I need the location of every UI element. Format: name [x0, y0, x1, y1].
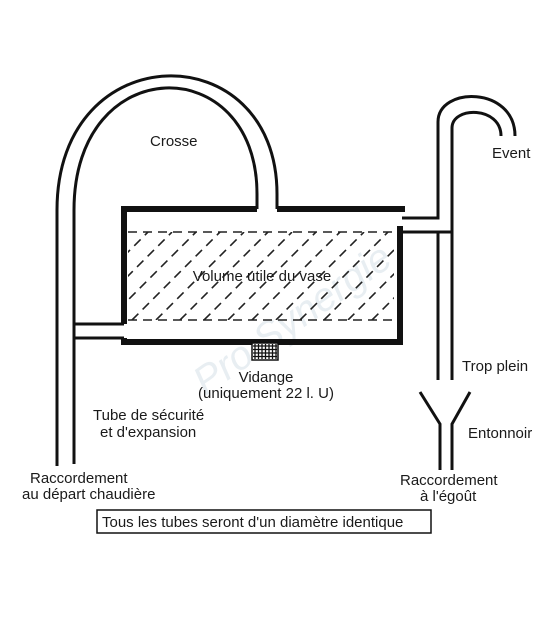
useful-volume-hatch [128, 231, 555, 321]
label-raccord-egout-line1: Raccordement [400, 472, 498, 489]
hatch-line [131, 232, 221, 320]
label-event: Event [492, 145, 531, 162]
hatch-line [299, 232, 389, 320]
label-raccord-chaudiere-line2: au départ chaudière [22, 486, 155, 503]
overflow-vent-pipe [402, 95, 517, 380]
event-inner-pipe [402, 110, 503, 234]
funnel-right-wall [450, 391, 472, 470]
label-entonnoir: Entonnoir [468, 425, 532, 442]
label-raccord-egout-line2: à l'égoût [420, 488, 477, 505]
vessel-wall-top-right [277, 206, 405, 212]
note-box: Tous les tubes seront d'un diamètre iden… [96, 509, 432, 534]
vessel-wall-bottom-right [121, 226, 403, 345]
hatch-line [179, 232, 269, 320]
label-vidange: Vidange [239, 369, 294, 386]
funnel [418, 391, 472, 470]
note-box-frame [96, 509, 432, 534]
label-tube-line2: et d'expansion [100, 424, 196, 441]
crosse-inner-pipe [55, 74, 279, 466]
hatch-line [323, 248, 394, 320]
hatch-line [251, 232, 341, 320]
label-tube-line1: Tube de sécurité [93, 407, 204, 424]
hatch-line [420, 232, 508, 320]
funnel-left-wall [418, 391, 442, 470]
hatch-line [128, 232, 173, 278]
label-crosse: Crosse [150, 133, 198, 150]
label-raccord-chaudiere-line1: Raccordement [30, 470, 128, 487]
label-trop-plein: Trop plein [462, 358, 528, 375]
vessel-wall-top-left [121, 206, 257, 324]
hatch-line [468, 232, 555, 320]
event-outer-pipe [402, 95, 517, 220]
label-vidange-note: (uniquement 22 l. U) [198, 385, 334, 402]
hatch-line [371, 296, 394, 320]
hatch-line [128, 232, 197, 302]
drain-valve-grid [253, 344, 277, 359]
note-text: Tous les tubes seront d'un diamètre iden… [102, 514, 403, 531]
expansion-vessel [121, 206, 405, 345]
drain-valve [251, 342, 279, 361]
hatch-line [227, 232, 317, 320]
hatch-line [396, 232, 484, 320]
hatch-line [275, 232, 365, 320]
hatch-line [347, 272, 394, 320]
hatch-line [203, 232, 293, 320]
hatch-line [155, 232, 245, 320]
label-volume: Volume utile du vase [193, 268, 331, 285]
hatch-line [444, 232, 532, 320]
safety-expansion-tube [55, 74, 279, 466]
crosse-outer-pipe [72, 86, 259, 464]
